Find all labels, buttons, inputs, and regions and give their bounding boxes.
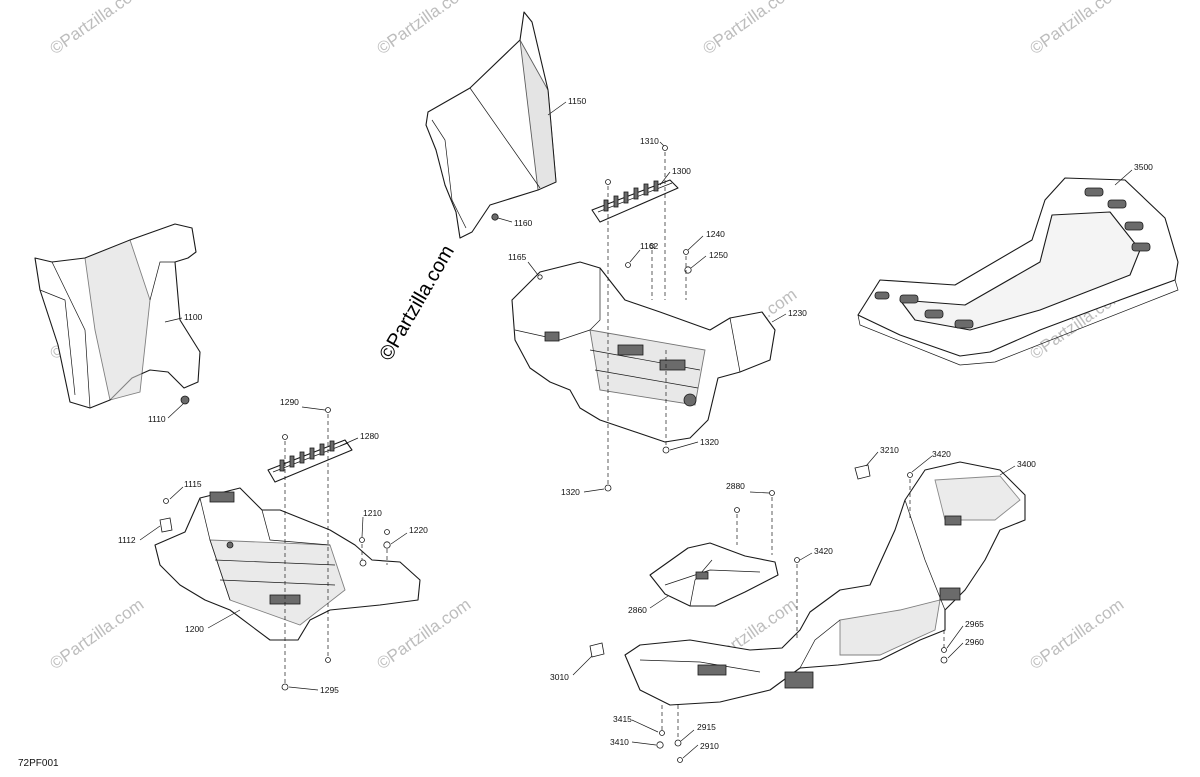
callout-1310[interactable]: 1310 xyxy=(640,136,659,146)
callout-1200[interactable]: 1200 xyxy=(185,624,204,634)
watermark-3: ©Partzilla.com xyxy=(699,0,800,58)
callout-1320-a[interactable]: 1320 xyxy=(700,437,719,447)
watermark-4: ©Partzilla.com xyxy=(1026,0,1127,58)
callout-3400[interactable]: 3400 xyxy=(1017,459,1036,469)
callout-2860[interactable]: 2860 xyxy=(628,605,647,615)
callout-1295[interactable]: 1295 xyxy=(320,685,339,695)
part-1290-screw[interactable] xyxy=(325,407,331,413)
part-1240-screw[interactable] xyxy=(683,249,689,255)
watermark-2: ©Partzilla.com xyxy=(373,0,474,58)
assembly-lines xyxy=(284,152,945,740)
callout-1280[interactable]: 1280 xyxy=(360,431,379,441)
callout-2965[interactable]: 2965 xyxy=(965,619,984,629)
callout-2880[interactable]: 2880 xyxy=(726,481,745,491)
callout-1250[interactable]: 1250 xyxy=(709,250,728,260)
callout-1112[interactable]: 1112 xyxy=(118,535,136,545)
brand-stamp: ©Partzilla.com xyxy=(375,242,459,365)
part-3210-clip[interactable] xyxy=(854,464,871,480)
watermark-8: ©Partzilla.com xyxy=(46,595,147,674)
part-1200-left-floor[interactable] xyxy=(154,487,421,641)
callout-1320-b[interactable]: 1320 xyxy=(561,487,580,497)
callout-1150[interactable]: 1150 xyxy=(568,96,587,106)
hardware-group xyxy=(159,145,948,763)
part-1210-screw[interactable] xyxy=(359,537,365,543)
part-3500-rack[interactable] xyxy=(857,177,1179,366)
part-1112-clip[interactable] xyxy=(159,517,173,533)
diagram-code: 72PF001 xyxy=(18,758,59,769)
callout-3010[interactable]: 3010 xyxy=(550,672,569,682)
part-1310-screw[interactable] xyxy=(662,145,668,151)
part-1230-center-floor[interactable] xyxy=(511,261,776,443)
watermark-11: ©Partzilla.com xyxy=(1026,595,1127,674)
callout-1300[interactable]: 1300 xyxy=(672,166,691,176)
callout-2910[interactable]: 2910 xyxy=(700,741,719,751)
part-1100-side-panel[interactable] xyxy=(34,223,201,409)
callout-1100[interactable]: 1100 xyxy=(184,312,203,322)
part-1295-screw[interactable] xyxy=(281,683,289,691)
part-2860-plate[interactable] xyxy=(649,542,779,607)
leader-lines xyxy=(139,101,1133,759)
callout-1110[interactable]: 1110 xyxy=(148,414,166,424)
callout-3420-a[interactable]: 3420 xyxy=(932,449,951,459)
callout-1220[interactable]: 1220 xyxy=(409,525,428,535)
part-1280-footrest[interactable] xyxy=(267,439,353,483)
part-1300-footrest[interactable] xyxy=(591,179,679,223)
callout-3415[interactable]: 3415 xyxy=(613,714,632,724)
callout-1210[interactable]: 1210 xyxy=(363,508,382,518)
part-3010-clip[interactable] xyxy=(589,642,605,658)
callout-1290[interactable]: 1290 xyxy=(280,397,299,407)
callout-1230[interactable]: 1230 xyxy=(788,308,807,318)
callout-2960[interactable]: 2960 xyxy=(965,637,984,647)
callout-3420-b[interactable]: 3420 xyxy=(814,546,833,556)
callout-3410[interactable]: 3410 xyxy=(610,737,629,747)
watermark-9: ©Partzilla.com xyxy=(373,595,474,674)
watermark-1: ©Partzilla.com xyxy=(46,0,147,58)
part-1162-clip[interactable] xyxy=(625,262,631,268)
callout-1160[interactable]: 1160 xyxy=(514,218,533,228)
callout-3500[interactable]: 3500 xyxy=(1134,162,1153,172)
callout-labels: 1100 1110 1150 1160 1310 1300 1165 1162 … xyxy=(118,96,1153,751)
part-3400-right-floor[interactable] xyxy=(624,461,1026,706)
part-1150-upper-panel[interactable] xyxy=(425,11,557,239)
callout-1165[interactable]: 1165 xyxy=(508,252,527,262)
part-2880-screw[interactable] xyxy=(769,490,775,496)
callout-2915[interactable]: 2915 xyxy=(697,722,716,732)
callout-1240[interactable]: 1240 xyxy=(706,229,725,239)
callout-1115[interactable]: 1115 xyxy=(184,479,202,489)
callout-1162[interactable]: 1162 xyxy=(640,241,659,251)
callout-3210[interactable]: 3210 xyxy=(880,445,899,455)
